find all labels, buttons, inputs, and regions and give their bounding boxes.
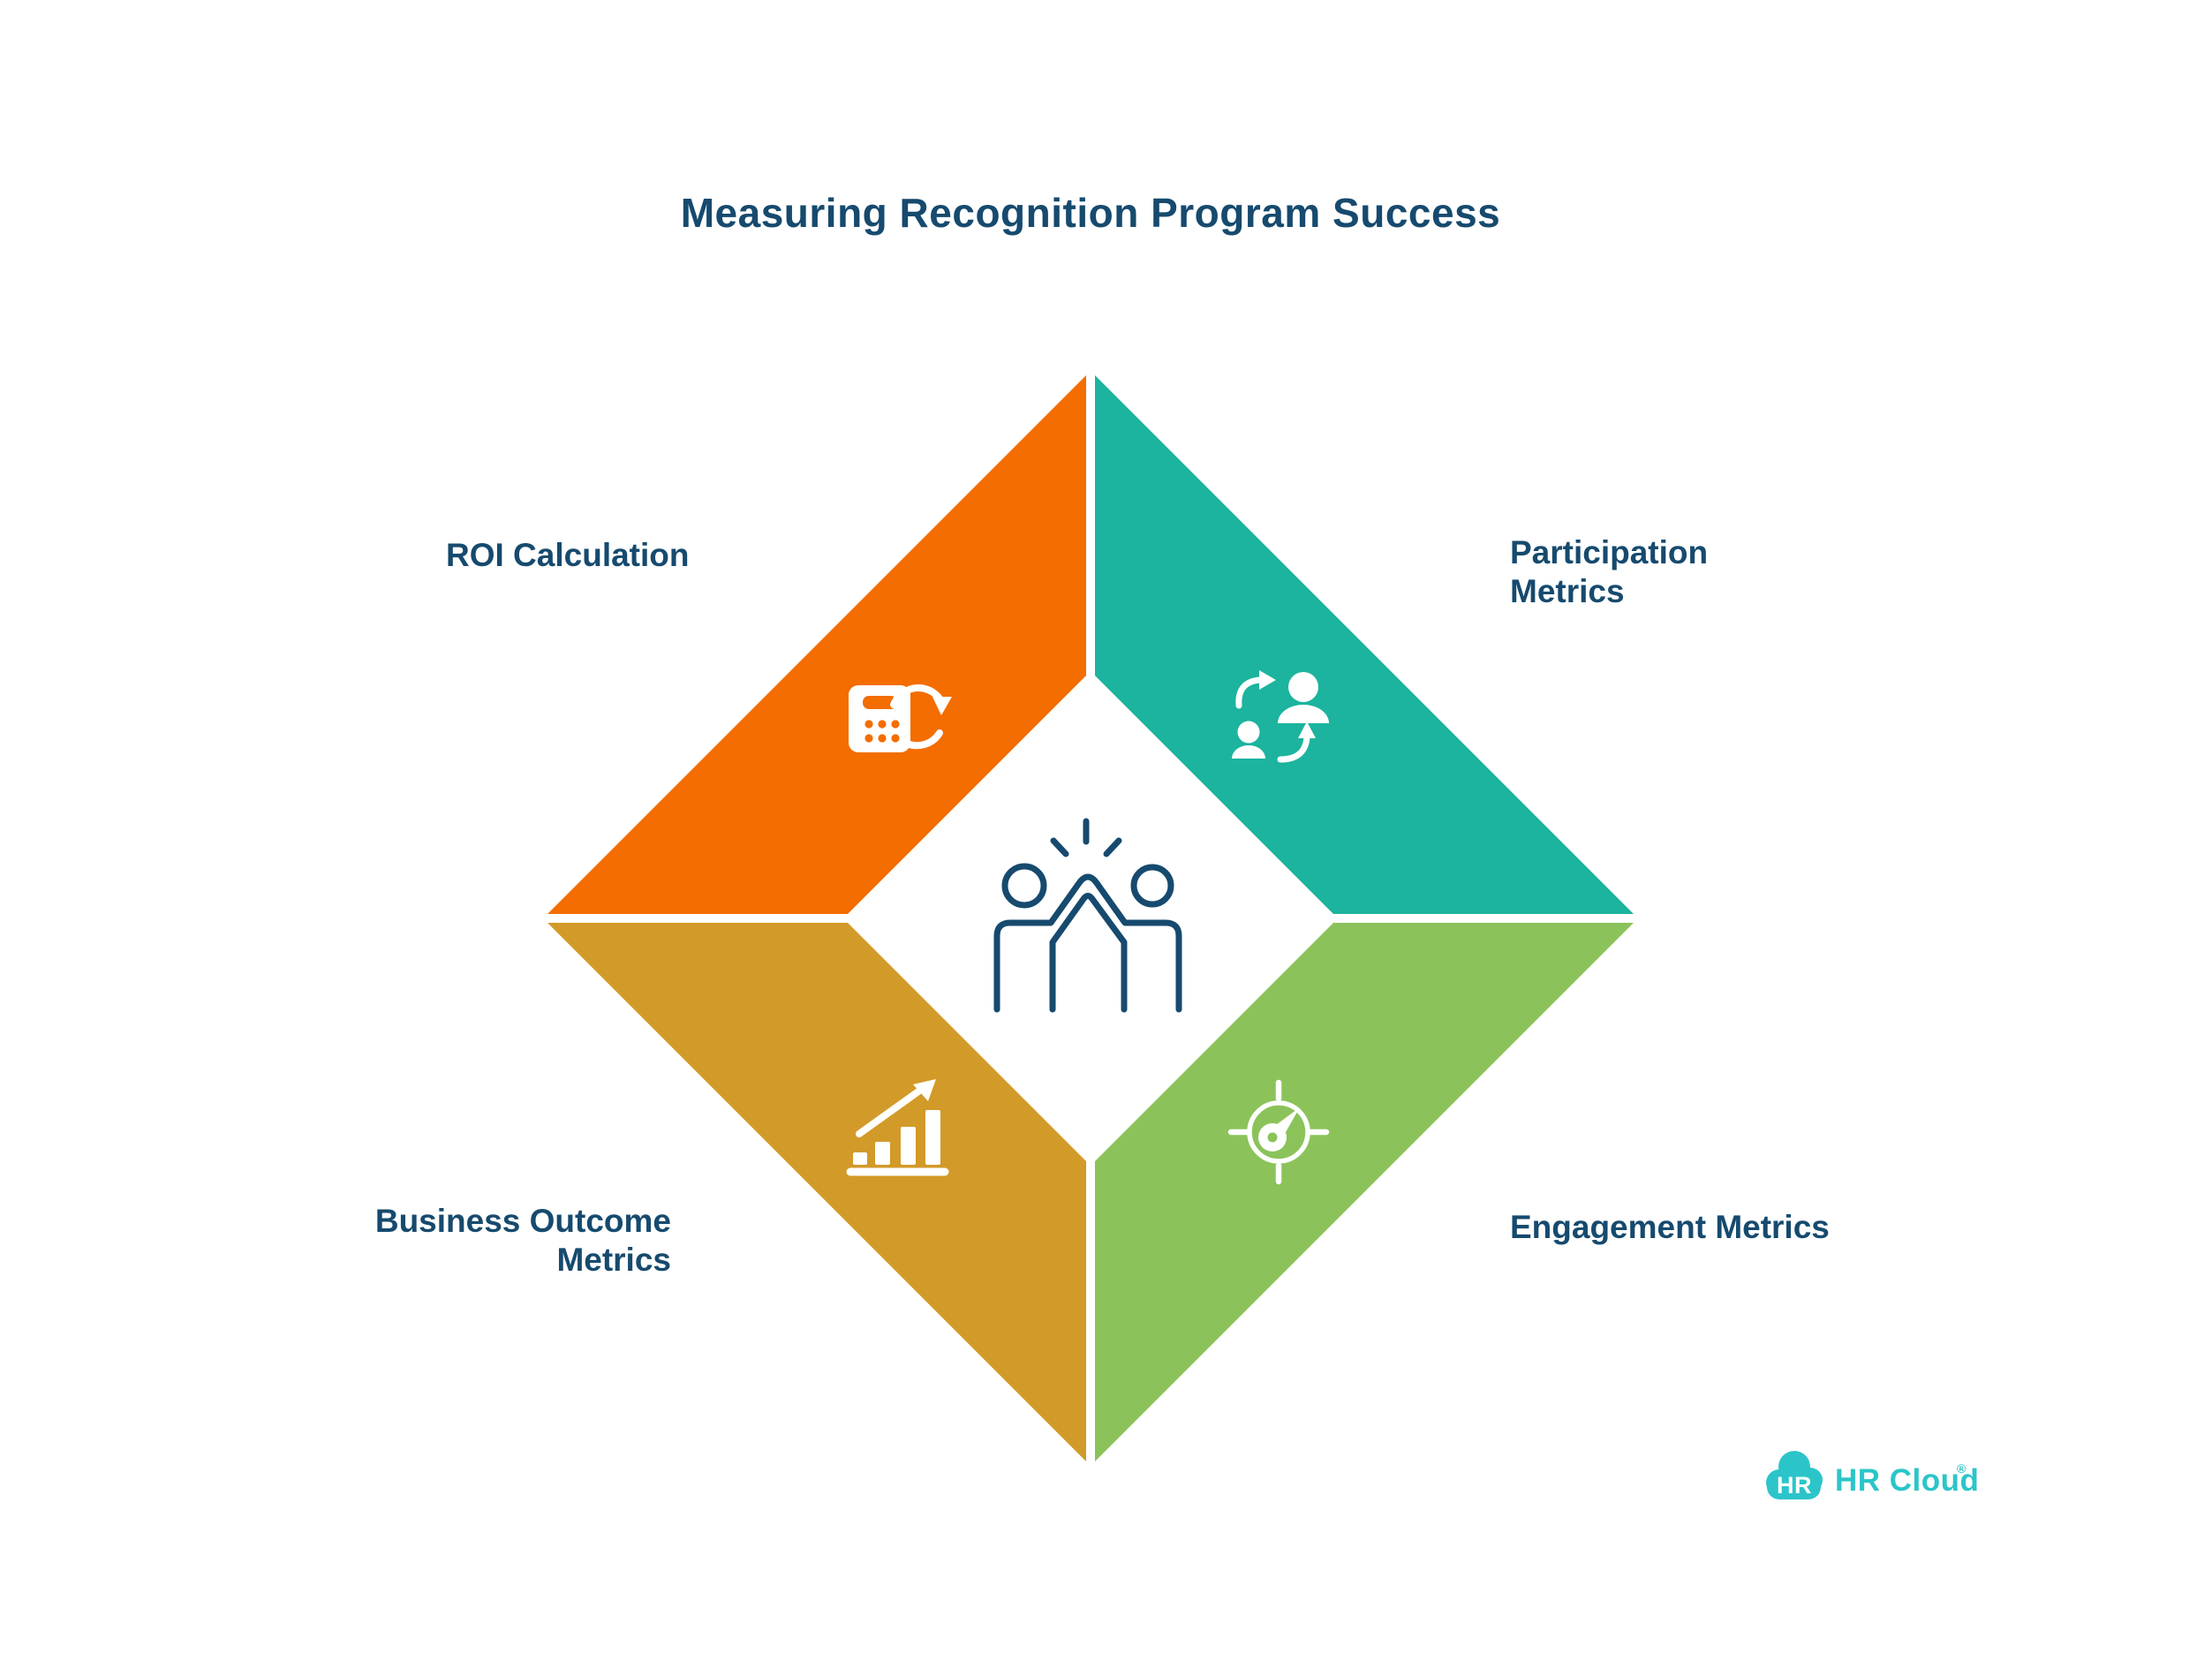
label-roi-calculation: ROI Calculation [446,537,690,573]
person-small-head [1237,721,1260,744]
quadrant-engagement-metrics [1095,923,1634,1461]
swap-arrow-top-head [1259,670,1276,690]
label-business-outcome-metrics: Business Outcome Metrics [374,1203,671,1278]
bar-2 [875,1142,890,1165]
logo-registered-mark: ® [1957,1461,1967,1476]
right-person-head [1130,864,1174,908]
logo-badge-text: HR [1777,1472,1812,1499]
refresh-arc-bottom [902,729,943,750]
swap-arrow-bottom [1277,734,1310,763]
refresh-arrowhead [932,697,952,715]
swap-arrow-bottom-head [1298,721,1316,738]
person-large-shoulders [1278,705,1329,723]
people-swap-icon [1232,670,1329,763]
gauge-hub-hole [1267,1132,1278,1143]
calculator-keys [864,720,900,743]
left-person-head [1001,863,1047,909]
calculator-screen [863,696,897,709]
bar-1 [853,1152,867,1165]
quadrant-roi-calculation [547,375,1086,914]
bar-chart-growth-icon [846,1079,949,1176]
page-title: Measuring Recognition Program Success [680,190,1501,236]
growth-arrow-shaft [856,1088,922,1137]
quadrant-participation-metrics [1095,375,1634,914]
calculator-refresh-icon [849,683,952,752]
bar-3 [901,1127,916,1165]
swap-arrow-top [1235,676,1264,709]
hr-cloud-logo-icon [1766,1451,1823,1499]
gauge-target-icon [1227,1079,1330,1185]
growth-arrowhead [913,1079,936,1101]
person-small-shoulders [1232,745,1265,759]
label-engagement-metrics: Engagement Metrics [1510,1209,1830,1245]
cloud-base [1767,1475,1821,1499]
sparkle-rays [1050,818,1122,857]
refresh-arc-top [890,683,946,708]
bodies-outline [993,873,1182,1013]
gauge-ticks [1227,1079,1330,1185]
bar-4 [925,1110,940,1165]
inner-arms-outline [1049,893,1128,1013]
person-large-head [1288,672,1318,702]
logo-wordmark: HR Cloud [1835,1463,1980,1498]
label-participation-metrics: Participation Metrics [1510,534,1709,609]
quadrant-business-outcome-metrics [547,923,1086,1461]
high-five-icon [993,818,1182,1013]
